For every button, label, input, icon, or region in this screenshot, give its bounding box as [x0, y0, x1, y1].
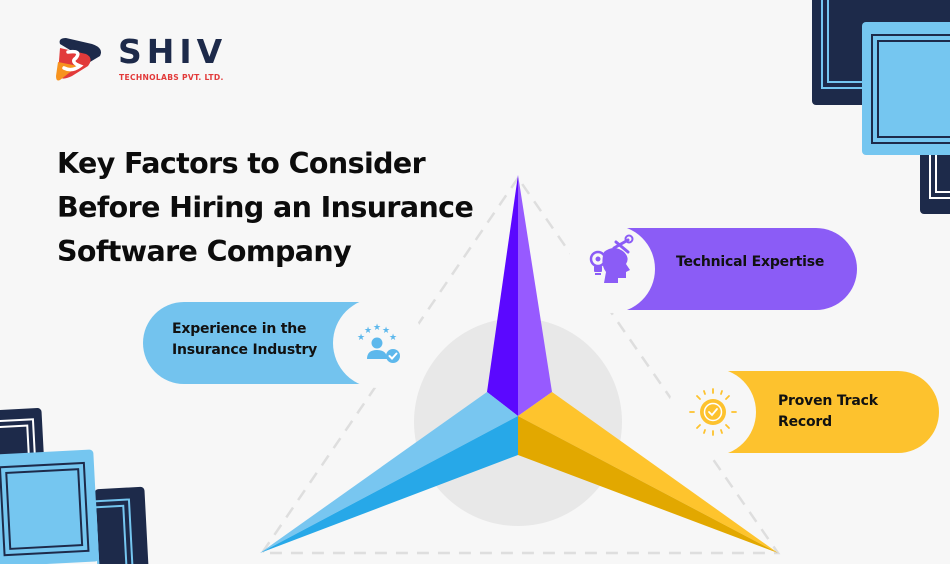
logo-tagline: TECHNOLABS PVT. LTD.	[119, 73, 224, 82]
title-line: Key Factors to Consider	[57, 147, 426, 180]
factor-label-proven-track-record: Proven Track Record	[778, 391, 878, 433]
brain-tools-icon	[589, 234, 634, 283]
factor-label-line: Technical Expertise	[676, 254, 825, 270]
factor-pill-proven-track-record	[668, 368, 939, 456]
factor-label-technical-expertise: Technical Expertise	[676, 252, 824, 273]
logo-mark-icon	[56, 38, 101, 81]
svg-text:★: ★	[389, 333, 397, 343]
svg-text:★: ★	[364, 326, 372, 336]
factor-label-line: Record	[778, 414, 832, 430]
title-line: Before Hiring an Insurance	[57, 191, 474, 224]
page-title: Key Factors to Consider Before Hiring an…	[57, 142, 487, 274]
svg-text:★: ★	[357, 333, 365, 343]
company-logo: SHIV TECHNOLABS PVT. LTD.	[56, 32, 236, 86]
factor-label-line: Experience in the	[172, 321, 307, 337]
title-line: Software Company	[57, 235, 352, 268]
factor-label-line: Insurance Industry	[172, 342, 318, 358]
dashed-triangle	[259, 175, 781, 555]
svg-text:★: ★	[373, 323, 381, 333]
logo-wordmark: SHIV	[118, 32, 228, 71]
factor-label-line: Proven Track	[778, 393, 878, 409]
svg-text:★: ★	[382, 326, 390, 336]
three-point-star	[260, 175, 778, 553]
badge-check-icon	[689, 388, 737, 436]
decorative-squares-top-right	[812, 0, 950, 214]
rated-user-icon: ★ ★ ★ ★ ★	[357, 323, 400, 363]
factor-label-experience: Experience in the Insurance Industry	[172, 319, 317, 361]
decorative-squares-bottom-left	[0, 408, 149, 564]
